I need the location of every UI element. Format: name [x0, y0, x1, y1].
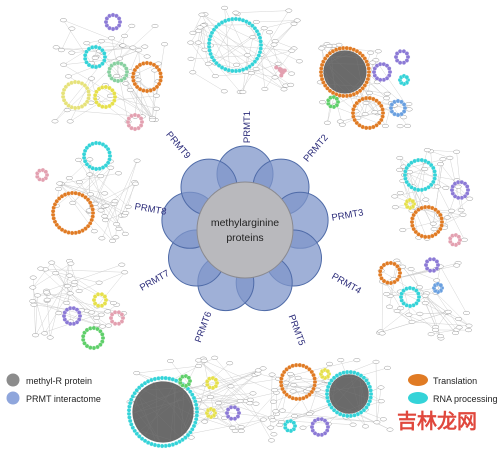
cluster-ring [108, 310, 126, 326]
cluster-ring [318, 367, 332, 381]
prmt-label: PRMT1 [242, 111, 253, 143]
hub-label-line1: methylarginine [211, 217, 279, 229]
cluster-ring [393, 49, 411, 65]
cluster-ring [125, 112, 145, 132]
cluster-ring [91, 292, 109, 308]
cluster-ring [448, 232, 463, 248]
cluster-ring [309, 416, 331, 438]
prmt-label: PRMT4 [330, 271, 363, 297]
cluster-ring [92, 84, 118, 110]
hub-core [196, 181, 294, 279]
cluster-ring [402, 157, 438, 193]
cluster-ring [398, 285, 422, 309]
cluster-ring [224, 405, 242, 421]
cluster-ring [61, 305, 83, 327]
cluster-ring [449, 179, 471, 201]
legend-translation-label: Translation [433, 376, 477, 386]
cluster-ring [50, 190, 96, 236]
hub-label-line2: proteins [226, 232, 263, 244]
legend-prmt-interactome-label: PRMT interactome [26, 394, 101, 404]
cluster-ring [130, 60, 164, 94]
node-cloud [187, 5, 303, 95]
node-cloud [29, 258, 129, 340]
cluster-ring [371, 61, 393, 83]
cluster-ring [350, 95, 386, 131]
central-hub: methylarginine proteins [161, 145, 329, 312]
cluster-ring [106, 60, 130, 84]
cluster-blob [274, 65, 287, 78]
prmt-label: PRMT5 [286, 313, 307, 347]
cluster-ring [423, 257, 441, 273]
node-cloud [376, 258, 473, 341]
cluster-ring [80, 325, 106, 351]
cluster-ring [35, 167, 50, 183]
legend-swatch-rna-processing [408, 392, 428, 404]
legend-swatch-methyl-r [6, 373, 20, 387]
legend-right: Translation RNA processing [408, 374, 498, 404]
cluster-ring [283, 418, 298, 434]
prmt-label: PRMT7 [138, 268, 171, 294]
node-cloud [51, 18, 169, 124]
cluster-ring [81, 140, 113, 172]
legend-left: methyl-R protein PRMT interactome [6, 373, 101, 405]
cluster-ring [403, 197, 417, 211]
cluster-ring [377, 260, 403, 286]
cluster-ring [324, 369, 374, 419]
cluster-ring [206, 16, 264, 74]
cluster-ring [388, 98, 408, 118]
prmt-label: PRMT9 [163, 130, 192, 162]
cluster-ring [126, 375, 200, 449]
legend-rna-processing-label: RNA processing [433, 394, 498, 404]
cluster-ring [431, 281, 445, 295]
cluster-ring [397, 73, 411, 87]
prmt-label: PRMT6 [193, 310, 214, 344]
cluster-ring [409, 204, 445, 240]
cluster-ring [205, 375, 220, 391]
cluster-ring [318, 45, 372, 99]
cluster-ring [60, 79, 92, 111]
watermark-logo: 吉林龙网 [397, 409, 477, 433]
cluster-ring [204, 406, 218, 420]
prmt-label: PRMT8 [134, 201, 168, 217]
legend-swatch-translation [408, 374, 428, 386]
cluster-ring [178, 373, 193, 389]
legend-swatch-prmt-interactome [6, 391, 20, 405]
legend-methyl-r-label: methyl-R protein [26, 376, 92, 386]
prmt-label: PRMT2 [302, 133, 331, 165]
cluster-ring [103, 12, 123, 32]
cluster-ring [278, 362, 318, 402]
node-cloud [391, 148, 474, 242]
cluster-ring [82, 44, 108, 70]
network-clusters [29, 5, 474, 449]
cluster-ring [326, 94, 341, 110]
prmt-label: PRMT3 [331, 207, 365, 223]
